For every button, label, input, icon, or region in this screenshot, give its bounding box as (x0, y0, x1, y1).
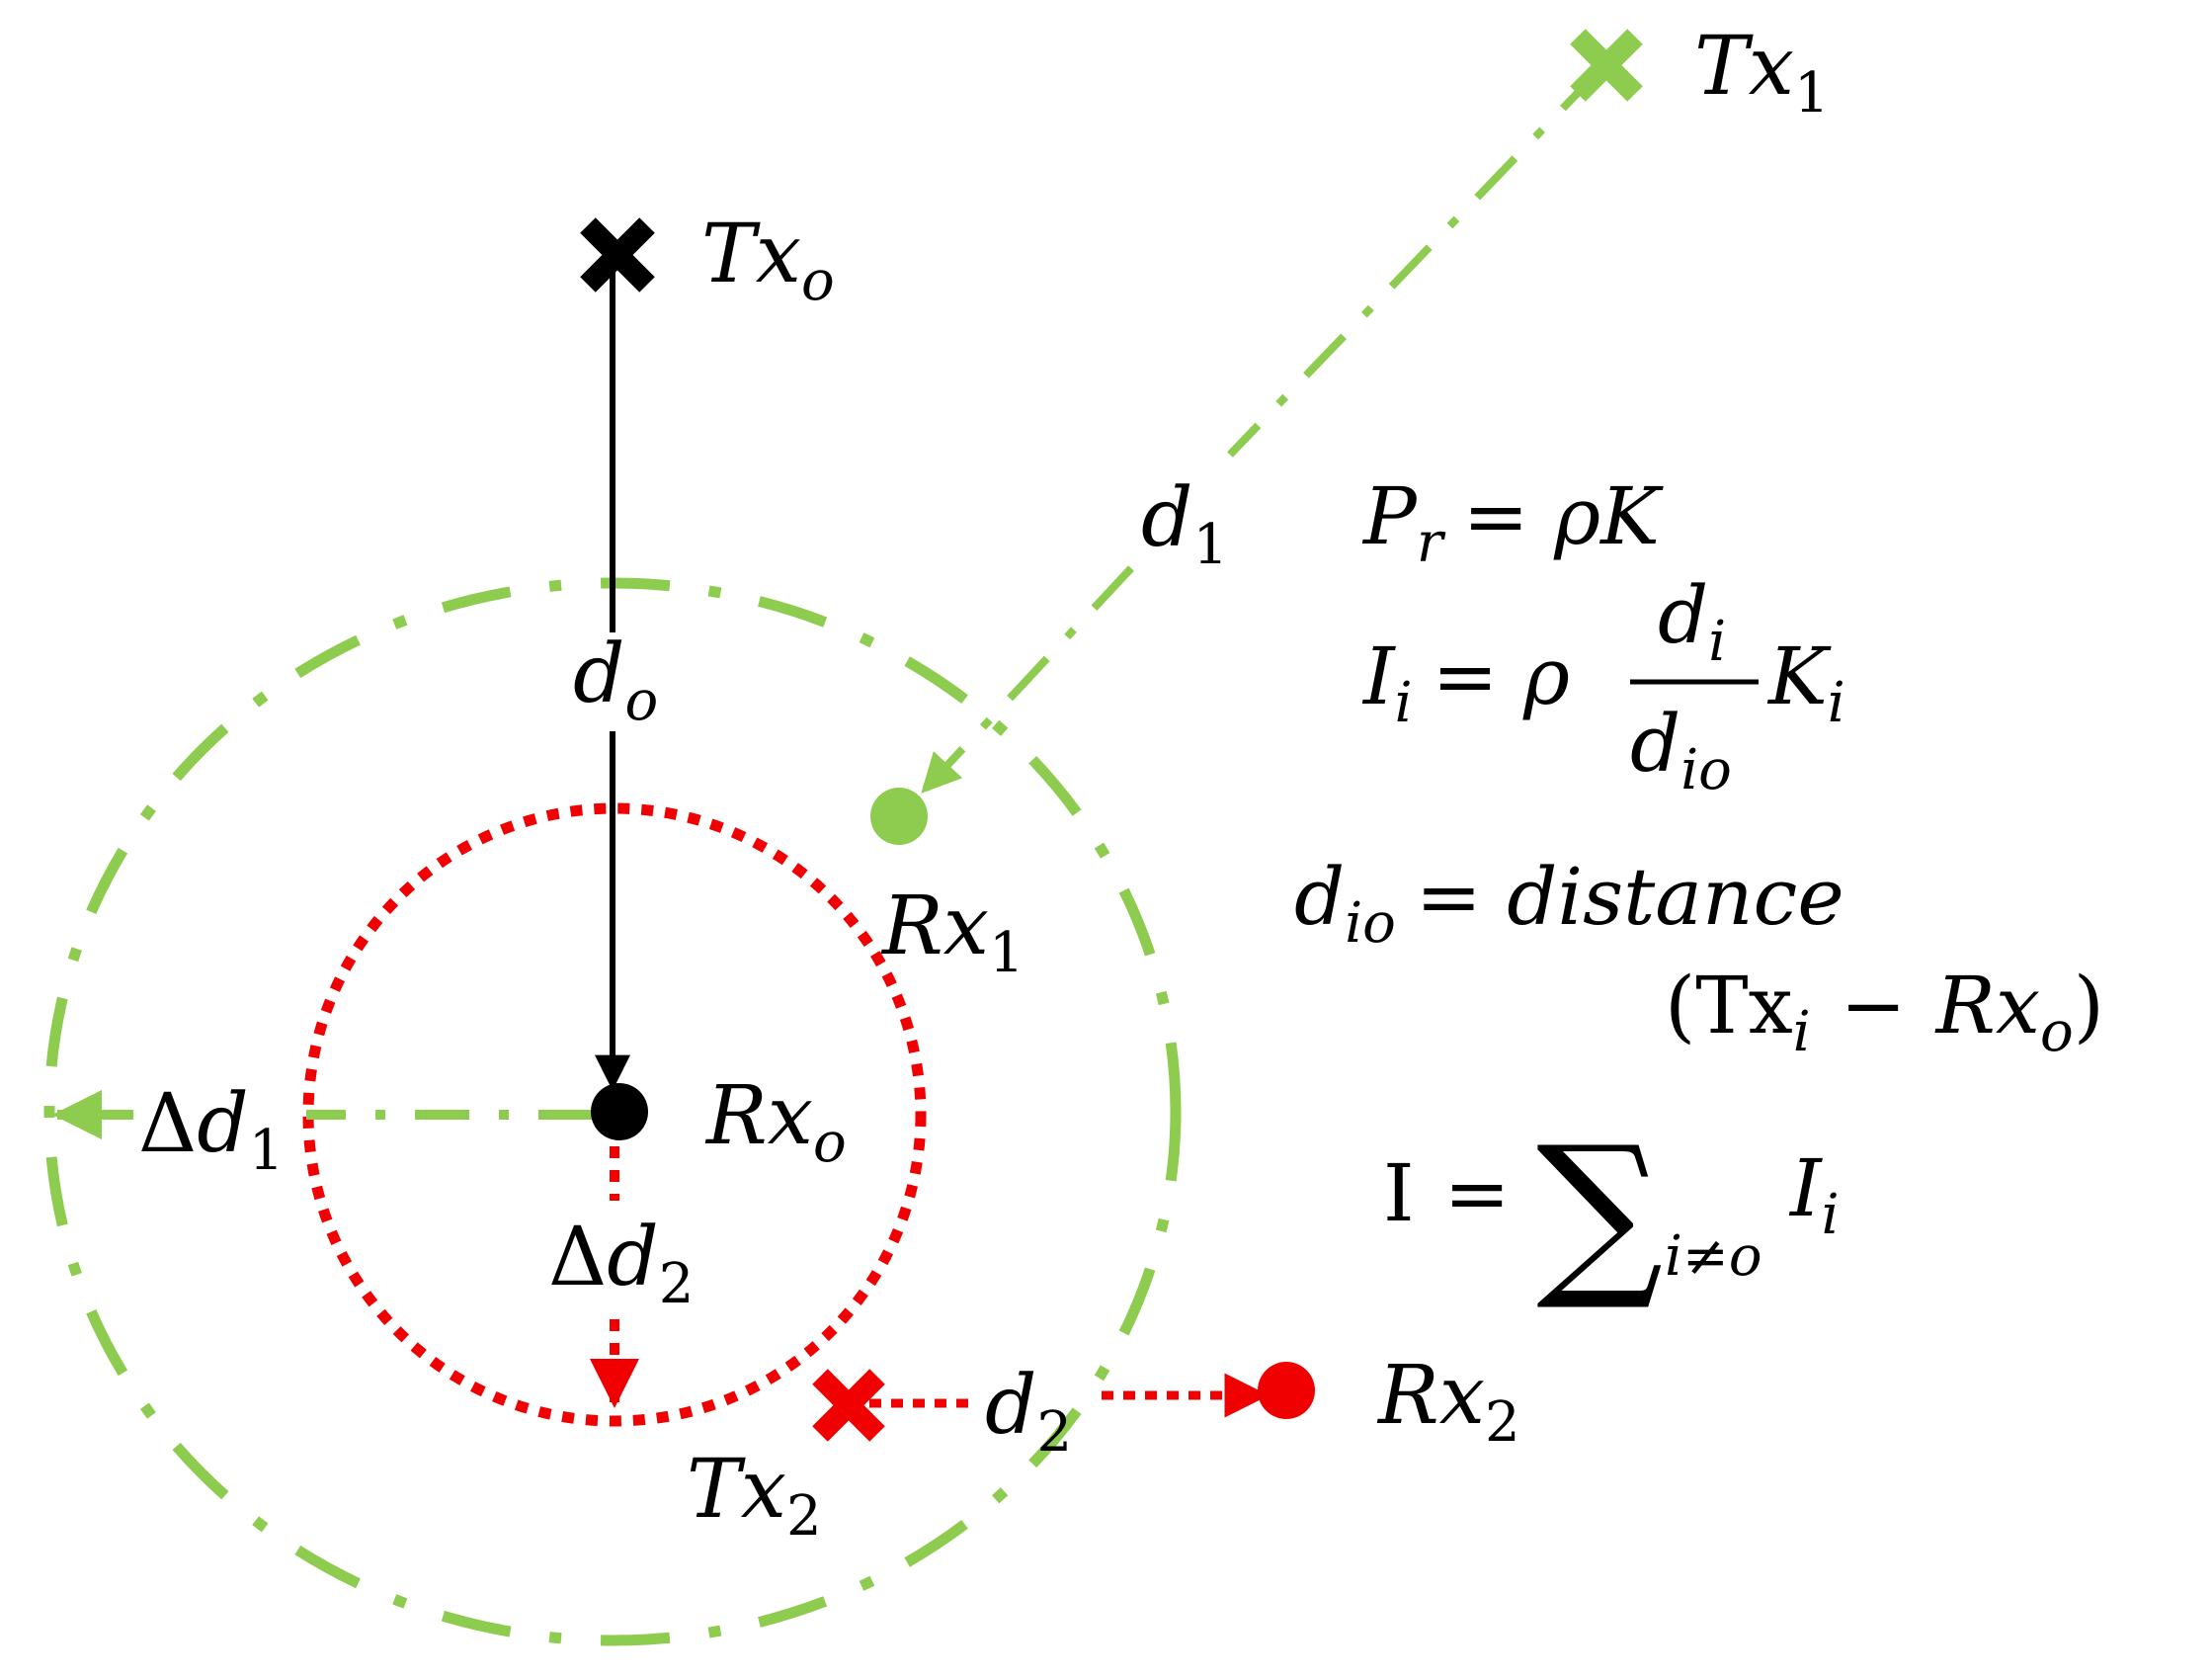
rx-o-dot-icon (591, 1083, 648, 1140)
svg-text:I=: I= (1383, 1147, 1511, 1239)
tx1-to-rx1-line-upper (1227, 66, 1603, 458)
svg-text:i≠o: i≠o (1665, 1224, 1762, 1289)
svg-text:Ki: Ki (1766, 630, 1845, 735)
tx1-to-rx1-line-lower (921, 565, 1134, 794)
rx2-dot-icon (1258, 1362, 1315, 1419)
svg-text:dio: dio (1630, 698, 1732, 802)
equation-interference: Ii= ρ di dio Ki (1361, 569, 1845, 802)
svg-text:Ii= ρ: Ii= ρ (1361, 630, 1570, 735)
label-delta-d1: Δd1 (138, 1077, 284, 1183)
tx1-marker-icon (1570, 29, 1643, 102)
tx-o-marker-icon (580, 217, 655, 293)
label-d-o: do (573, 628, 658, 733)
svg-text:di: di (1658, 569, 1726, 674)
equation-distance-definition: (Txi−Rxo) (1665, 960, 2104, 1064)
label-rx-2: Rx2 (1376, 1349, 1520, 1455)
label-rx-o: Rxo (704, 1069, 847, 1175)
label-tx-o: Txo (701, 208, 835, 313)
equation-total-interference: I= ∑ i≠o Ii (1383, 1109, 1840, 1315)
label-delta-d2: Δd2 (548, 1211, 694, 1316)
label-tx-2: Tx2 (687, 1443, 822, 1549)
svg-text:∑: ∑ (1536, 1109, 1664, 1315)
tx2-marker-icon (812, 1369, 885, 1442)
rx1-dot-icon (870, 788, 928, 845)
equation-received-power: Pr= ρK (1361, 470, 1664, 575)
receiver-range-circle (302, 802, 927, 1427)
label-d-2: d2 (985, 1359, 1072, 1465)
equation-distance: dio= distance (1294, 851, 1844, 956)
svg-text:Ii: Ii (1788, 1142, 1840, 1247)
label-d-1: d1 (1141, 471, 1228, 577)
label-rx-1: Rx1 (880, 880, 1024, 985)
label-tx-1: Tx1 (1694, 20, 1830, 126)
